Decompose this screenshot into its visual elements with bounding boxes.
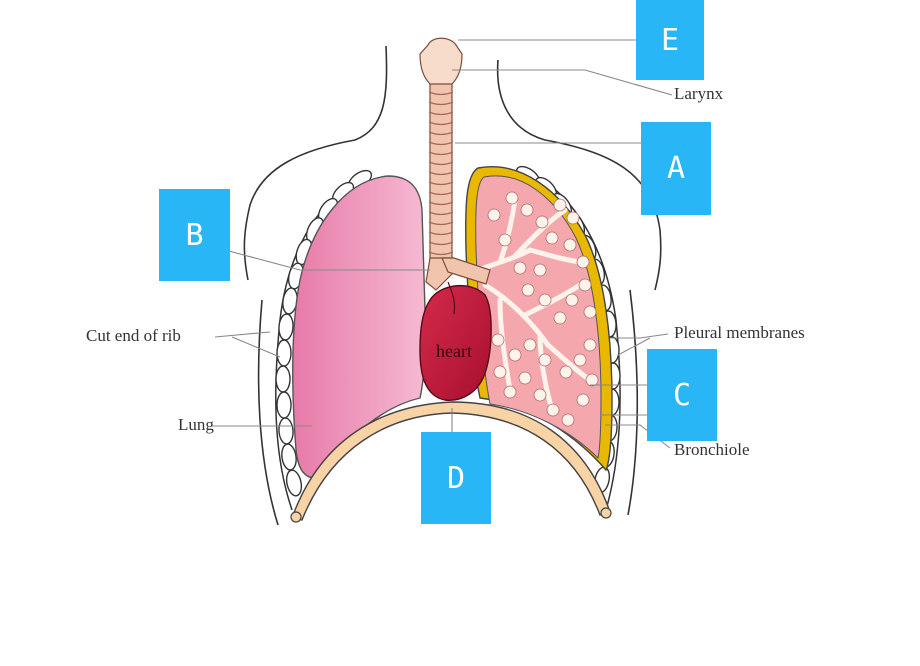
larynx-label: Larynx (674, 84, 724, 103)
answer-box-c[interactable]: C (647, 349, 717, 441)
diaphragm (291, 401, 611, 521)
answer-box-d[interactable]: D (421, 432, 491, 524)
heart-vessel (447, 281, 456, 315)
answer-box-a[interactable]: A (641, 122, 711, 215)
rib-end-left (290, 511, 302, 523)
alveoli-clusters (487, 191, 599, 427)
larynx-shape (419, 37, 463, 85)
heart-shape (419, 284, 492, 401)
pleural-membranes-label: Pleural membranes (674, 323, 805, 342)
heart-label: heart (436, 341, 472, 361)
bronchiole-label: Bronchiole (674, 440, 750, 459)
body-outline (243, 45, 662, 291)
side-outline (257, 289, 639, 526)
trachea (428, 79, 454, 263)
lung-label: Lung (178, 415, 214, 434)
answer-box-b[interactable]: B (159, 189, 230, 281)
bronchial-tree (475, 197, 593, 413)
bronchi (425, 257, 491, 291)
answer-box-e[interactable]: E (636, 0, 704, 80)
cut-end-of-rib-label: Cut end of rib (86, 326, 181, 345)
rib-end-right (600, 507, 612, 519)
